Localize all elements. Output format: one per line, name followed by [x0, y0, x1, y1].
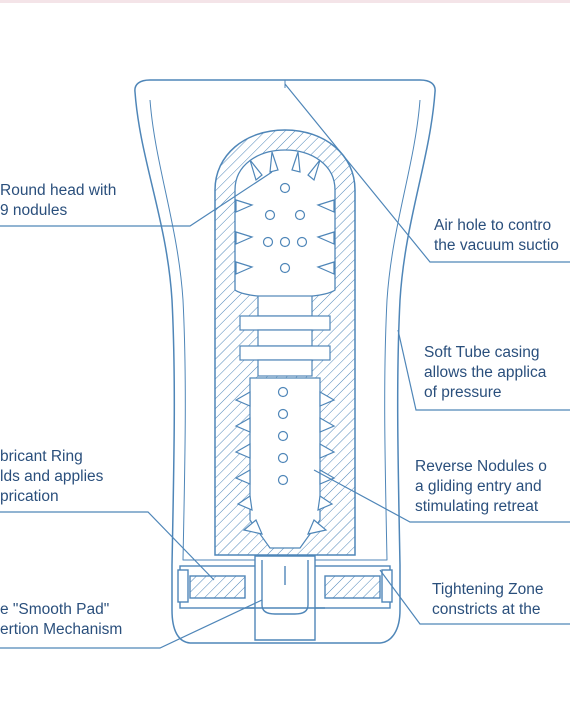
label-reverse-nodules-line-3: stimulating retreat [415, 498, 539, 515]
leader-smooth-pad [0, 599, 263, 649]
label-soft-tube: Soft Tube casing allows the applica of p… [424, 343, 546, 403]
label-tightening-zone: Tightening Zone constricts at the [432, 580, 543, 620]
label-air-hole: Air hole to contro the vacuum suctio [434, 216, 559, 256]
label-round-head-line-1: Round head with [0, 182, 117, 199]
label-lubricant-ring-line-2: lds and applies [0, 468, 104, 485]
label-air-hole-line-1: Air hole to contro [434, 217, 552, 234]
leader-air-hole [284, 83, 570, 263]
label-reverse-nodules-line-1: Reverse Nodules o [415, 458, 547, 475]
leader-soft-tube [397, 329, 570, 411]
insertion-mechanism [254, 555, 316, 641]
top-edge-strip [0, 0, 570, 3]
leader-lubricant-ring [0, 511, 215, 581]
label-lubricant-ring-line-1: bricant Ring [0, 448, 83, 465]
inner-sleeve [214, 129, 356, 556]
leader-tightening-zone [379, 569, 570, 625]
label-soft-tube-line-2: allows the applica [424, 364, 547, 381]
label-smooth-pad: e "Smooth Pad" ertion Mechanism [0, 600, 122, 640]
label-soft-tube-line-3: of pressure [424, 384, 502, 401]
label-air-hole-line-2: the vacuum suctio [434, 237, 559, 254]
label-tightening-zone-line-1: Tightening Zone [432, 581, 544, 598]
label-reverse-nodules-line-2: a gliding entry and [415, 478, 542, 495]
outer-casing [134, 79, 436, 644]
label-reverse-nodules: Reverse Nodules o a gliding entry and st… [415, 457, 547, 517]
leader-round-head [0, 171, 273, 227]
label-smooth-pad-line-1: e "Smooth Pad" [0, 601, 110, 618]
label-round-head-line-2: 9 nodules [0, 202, 68, 219]
label-lubricant-ring-line-3: prication [0, 488, 59, 505]
leader-reverse-nodules [313, 469, 570, 523]
label-tightening-zone-line-2: constricts at the [432, 601, 541, 618]
label-round-head: Round head with 9 nodules [0, 181, 116, 221]
label-smooth-pad-line-2: ertion Mechanism [0, 621, 123, 638]
label-lubricant-ring: bricant Ring lds and applies prication [0, 447, 103, 507]
label-soft-tube-line-1: Soft Tube casing [424, 344, 540, 361]
